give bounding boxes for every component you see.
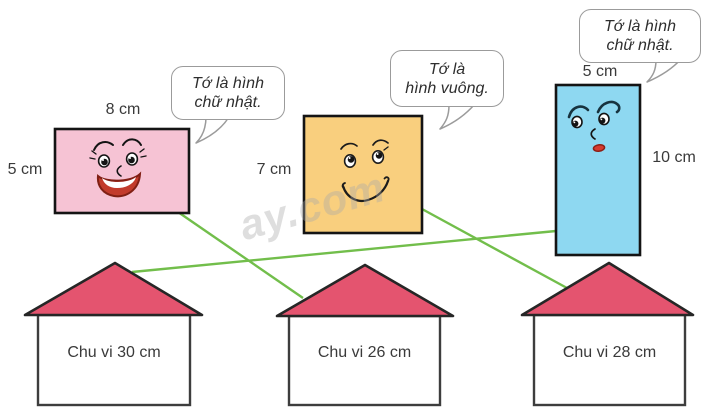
pink-rectangle-width-label: 8 cm — [105, 101, 141, 118]
blue-rectangle-height-label: 10 cm — [652, 149, 696, 166]
pink-rectangle-shape — [53, 127, 191, 215]
house-28-roof — [520, 261, 695, 317]
house-26-roof — [275, 263, 455, 318]
house-28-wall — [532, 313, 687, 407]
speech-bubble-yellow-square: Tớ là hình vuông. — [390, 50, 504, 107]
house-30-roof — [23, 261, 204, 317]
pink-rectangle — [53, 127, 191, 215]
match-line-blue-rectangle-to-house-30 — [131, 229, 557, 274]
speech-bubble-yellow-line2: hình vuông. — [405, 79, 489, 97]
speech-bubble-blue-line2: chữ nhật. — [606, 37, 674, 54]
yellow-square-shape — [302, 114, 424, 235]
speech-bubble-blue-rectangle: Tớ là hình chữ nhật. — [579, 9, 701, 63]
bubble-tail-yellow — [439, 104, 475, 130]
house-26-wall — [287, 314, 442, 407]
house-30-label: Chu vi 30 cm — [67, 344, 161, 361]
yellow-square-side-label: 7 cm — [256, 161, 292, 178]
yellow-square-face — [340, 139, 390, 203]
pink-rectangle-height-label: 5 cm — [7, 161, 43, 178]
house-26 — [275, 263, 455, 407]
blue-rectangle-width-label: 5 cm — [582, 63, 618, 80]
bubble-tail-blue — [646, 58, 682, 83]
house-26-label: Chu vi 26 cm — [317, 344, 412, 361]
house-28 — [520, 261, 695, 407]
yellow-square — [302, 114, 424, 235]
house-28-label: Chu vi 28 cm — [562, 344, 657, 361]
speech-bubble-yellow-line1: Tớ là — [428, 60, 466, 78]
speech-bubble-pink-line1: Tớ là hình — [192, 75, 264, 92]
speech-bubble-blue-line1: Tớ là hình — [604, 18, 676, 35]
pink-rectangle-face — [89, 138, 147, 198]
blue-rectangle-face — [567, 100, 621, 153]
house-30-wall — [36, 313, 192, 407]
blue-rectangle-shape — [554, 83, 642, 257]
speech-bubble-pink-line2: chữ nhật. — [194, 94, 262, 111]
house-30 — [23, 261, 204, 407]
speech-bubble-pink-rectangle: Tớ là hình chữ nhật. — [171, 66, 285, 120]
bubble-tail-pink — [195, 116, 230, 144]
match-line-pink-rectangle-to-house-26 — [177, 211, 304, 299]
match-line-yellow-square-to-house-28 — [421, 207, 568, 290]
